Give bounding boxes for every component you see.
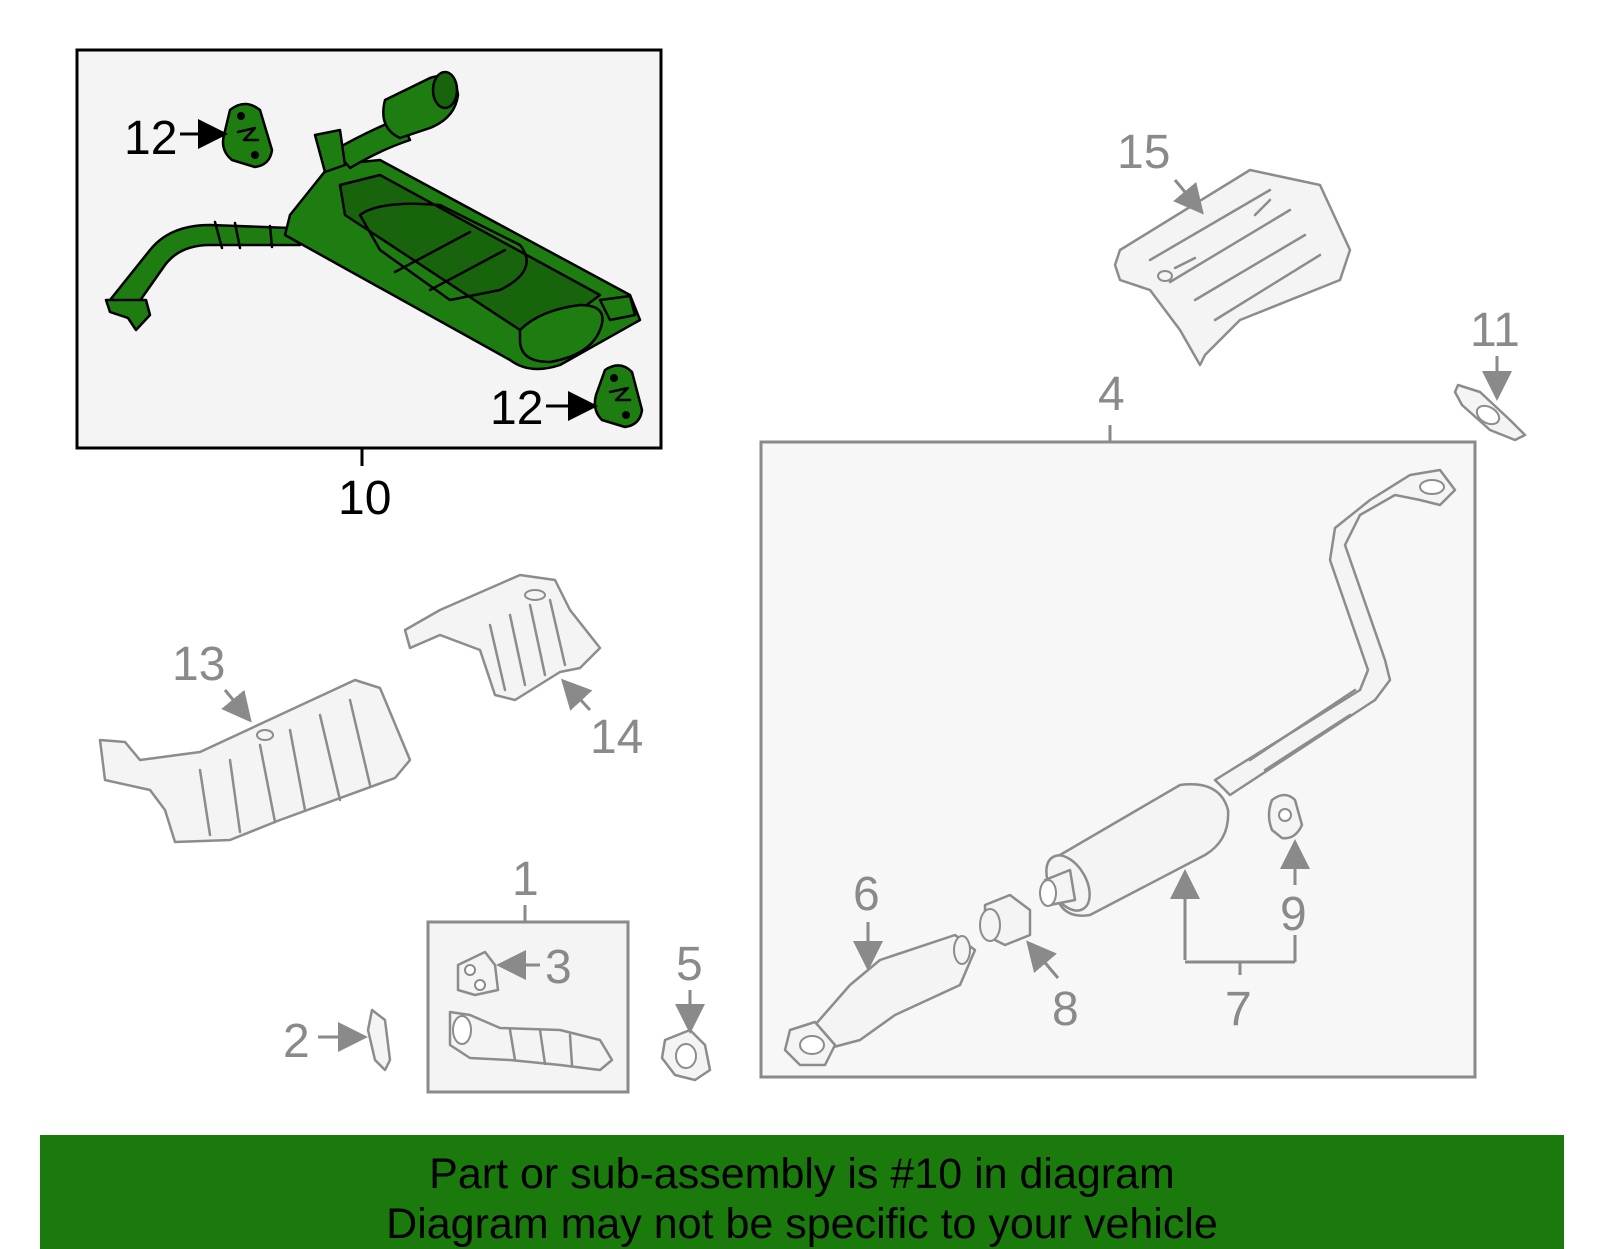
label-12-top: 12	[124, 112, 177, 165]
part-10-group[interactable]: 12 12 10	[75, 48, 663, 525]
info-banner: Part or sub-assembly is #10 in diagram D…	[40, 1135, 1564, 1249]
part-2-gasket[interactable]: 2	[283, 1008, 392, 1072]
label-14: 14	[590, 711, 643, 764]
label-15: 15	[1117, 126, 1170, 179]
banner-line-1: Part or sub-assembly is #10 in diagram	[429, 1150, 1175, 1198]
banner-line-2: Diagram may not be specific to your vehi…	[386, 1200, 1218, 1248]
label-13: 13	[172, 638, 225, 691]
label-7: 7	[1225, 983, 1252, 1036]
label-9: 9	[1280, 888, 1307, 941]
label-2: 2	[283, 1015, 310, 1068]
part-11-gasket[interactable]: 11	[1453, 304, 1527, 442]
label-5: 5	[676, 938, 703, 991]
resonator	[1053, 783, 1230, 917]
part-15-heat-shield[interactable]: 15	[1113, 126, 1352, 367]
label-1: 1	[512, 853, 539, 906]
label-10: 10	[338, 472, 391, 525]
part-13-heat-shield[interactable]: 13	[98, 638, 412, 844]
bracket-3	[456, 950, 500, 997]
catalytic-converter	[813, 933, 977, 1050]
part-4-group[interactable]: 4 6 8 9 7	[759, 368, 1477, 1079]
label-11: 11	[1470, 304, 1520, 357]
label-6: 6	[853, 868, 880, 921]
label-3: 3	[545, 941, 572, 994]
label-12-bottom: 12	[490, 382, 543, 435]
label-4: 4	[1098, 368, 1125, 421]
part-5-gasket[interactable]: 5	[660, 938, 712, 1082]
part-1-group[interactable]: 1 3	[426, 853, 630, 1094]
part-14-heat-shield[interactable]: 14	[403, 573, 643, 764]
label-8: 8	[1052, 983, 1079, 1036]
